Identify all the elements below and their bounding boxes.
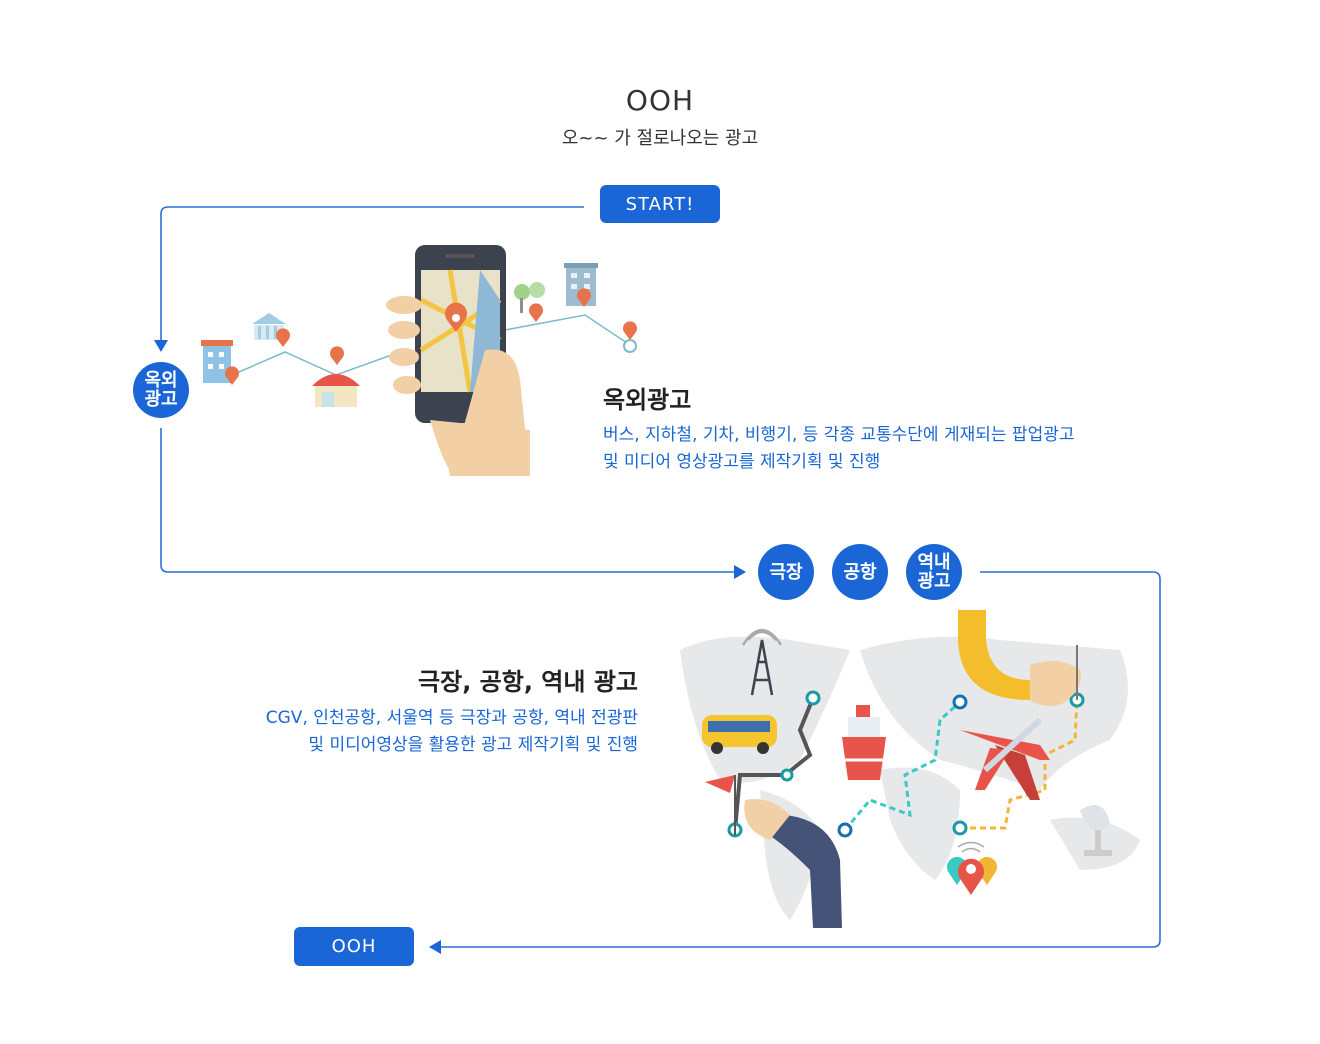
bus-icon — [702, 715, 777, 754]
outdoor-desc-line2: 및 미디어 영상광고를 제작기획 및 진행 — [603, 452, 881, 472]
theater-badge: 극장 — [758, 544, 814, 600]
page-subtitle: 오~~ 가 절로나오는 광고 — [561, 128, 759, 149]
station-badge-line2: 광고 — [917, 571, 951, 592]
start-button[interactable]: START! — [600, 185, 720, 223]
venue-description: CGV, 인천공항, 서울역 등 극장과 공항, 역내 전광판 및 미디어영상을… — [158, 705, 638, 759]
venue-heading: 극장, 공항, 역내 광고 — [418, 668, 638, 696]
arrow-right-icon — [734, 565, 746, 579]
connector-venue-to-end — [440, 571, 1161, 948]
hand-phone-illustration — [386, 245, 530, 476]
airplane-icon — [960, 717, 1050, 800]
outdoor-heading: 옥외광고 — [603, 386, 692, 414]
radio-tower-icon — [741, 628, 783, 696]
airport-badge: 공항 — [832, 544, 888, 600]
arrow-down-icon — [154, 340, 168, 352]
outdoor-description: 버스, 지하철, 기차, 비행기, 등 각종 교통수단에 게재되는 팝업광고 및… — [603, 422, 1183, 476]
location-pin-icon — [528, 303, 543, 322]
city-route-illustration — [201, 263, 638, 407]
store-icon — [312, 374, 360, 407]
connector-outdoor-to-venue — [160, 428, 735, 573]
outdoor-badge-line1: 옥외 — [144, 370, 178, 391]
location-pin-icon — [225, 366, 240, 385]
map-pins-icon — [946, 841, 997, 895]
outdoor-desc-line1: 버스, 지하철, 기차, 비행기, 등 각종 교통수단에 게재되는 팝업광고 — [603, 425, 1075, 445]
venue-desc-line2: 및 미디어영상을 활용한 광고 제작기획 및 진행 — [308, 735, 638, 755]
hand-pin-illustration — [958, 610, 1081, 706]
outdoor-ad-badge: 옥외 광고 — [133, 362, 189, 418]
location-pin-icon — [276, 328, 290, 347]
page-title: OOH — [625, 84, 695, 117]
ship-icon — [842, 705, 886, 780]
connector-start-to-outdoor — [160, 206, 584, 340]
station-badge-line1: 역내 — [917, 552, 951, 573]
arrow-left-icon — [429, 940, 441, 954]
hand-flag-illustration — [705, 775, 842, 928]
flow-connectors — [160, 206, 1161, 948]
location-pin-icon — [622, 321, 638, 340]
building-icon — [201, 340, 233, 383]
location-pin-icon — [330, 346, 345, 365]
location-pin-icon — [577, 288, 592, 307]
tree-icon — [514, 282, 545, 313]
ooh-end-button[interactable]: OOH — [294, 927, 414, 966]
satellite-dish-icon — [1080, 805, 1112, 856]
venue-desc-line1: CGV, 인천공항, 서울역 등 극장과 공항, 역내 전광판 — [265, 708, 638, 728]
world-map-illustration — [680, 610, 1140, 928]
outdoor-badge-line2: 광고 — [144, 389, 178, 410]
station-ad-badge: 역내 광고 — [906, 544, 962, 600]
